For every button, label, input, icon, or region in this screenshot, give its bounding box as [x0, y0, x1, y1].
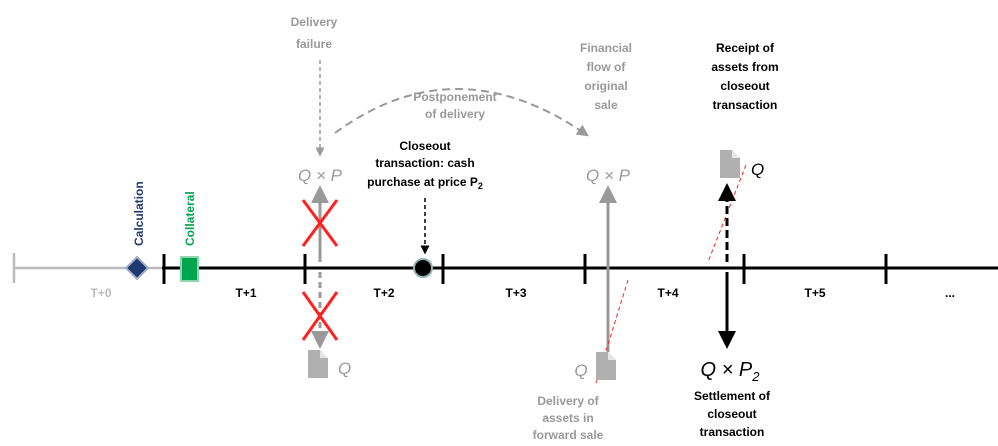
- delivery-assets-label-2: assets in: [542, 411, 593, 425]
- receipt-label-2: assets from: [711, 60, 778, 74]
- receipt-label-4: transaction: [713, 98, 778, 112]
- settlement-label-1: Settlement of: [694, 389, 771, 403]
- calculation-label: Calculation: [132, 181, 146, 246]
- financial-flow-label-1: Financial: [580, 41, 632, 55]
- formula-q-failed: Q: [338, 359, 351, 378]
- period-ticks: [162, 254, 888, 284]
- settlement-label-3: transaction: [700, 425, 765, 439]
- document-icon: [596, 352, 616, 380]
- collateral-label: Collateral: [183, 191, 197, 246]
- receipt-label-1: Receipt of: [716, 41, 775, 55]
- financial-flow-label-2: flow of: [587, 60, 627, 74]
- settlement-label-2: closeout: [707, 407, 756, 421]
- closeout-label-1: Closeout: [399, 139, 450, 153]
- postponement-label-1: Postponement: [413, 90, 496, 104]
- period-label-ellipsis: ...: [945, 286, 955, 300]
- closeout-label-3: purchase at price P2: [367, 175, 483, 191]
- formula-qp-failed: Q × P: [298, 166, 343, 185]
- delivery-failure-label-2: failure: [296, 37, 332, 51]
- delivery-assets-label-3: forward sale: [533, 428, 604, 442]
- period-label-t2: T+2: [373, 286, 394, 300]
- period-label-t1: T+1: [235, 286, 256, 300]
- document-icon: [308, 350, 328, 378]
- postponement-label-2: of delivery: [425, 107, 485, 121]
- formula-q-closeout: Q: [751, 160, 764, 179]
- original-delivery-red-dash: [595, 279, 629, 384]
- square-icon: [180, 256, 199, 282]
- period-label-t4: T+4: [657, 286, 678, 300]
- formula-qp2: Q × P2: [701, 359, 761, 384]
- financial-flow-label-4: sale: [594, 98, 618, 112]
- postponement-arrow: [334, 88, 589, 137]
- period-label-t0: T+0: [90, 286, 111, 300]
- financial-flow-label-3: original: [584, 79, 627, 93]
- delivery-assets-label-1: Delivery of: [537, 394, 599, 408]
- formula-q-original: Q: [574, 361, 587, 380]
- document-icon: [720, 150, 740, 178]
- delivery-failure-label-1: Delivery: [291, 15, 338, 29]
- receipt-label-3: closeout: [720, 79, 769, 93]
- cross-icon: [301, 291, 339, 341]
- cross-icon: [301, 199, 339, 247]
- formula-qp-original: Q × P: [586, 166, 631, 185]
- period-label-t3: T+3: [505, 286, 526, 300]
- diamond-icon: [124, 255, 150, 281]
- period-label-t5: T+5: [804, 286, 825, 300]
- closeout-label-2: transaction: cash: [375, 156, 474, 170]
- circle-icon: [413, 258, 433, 278]
